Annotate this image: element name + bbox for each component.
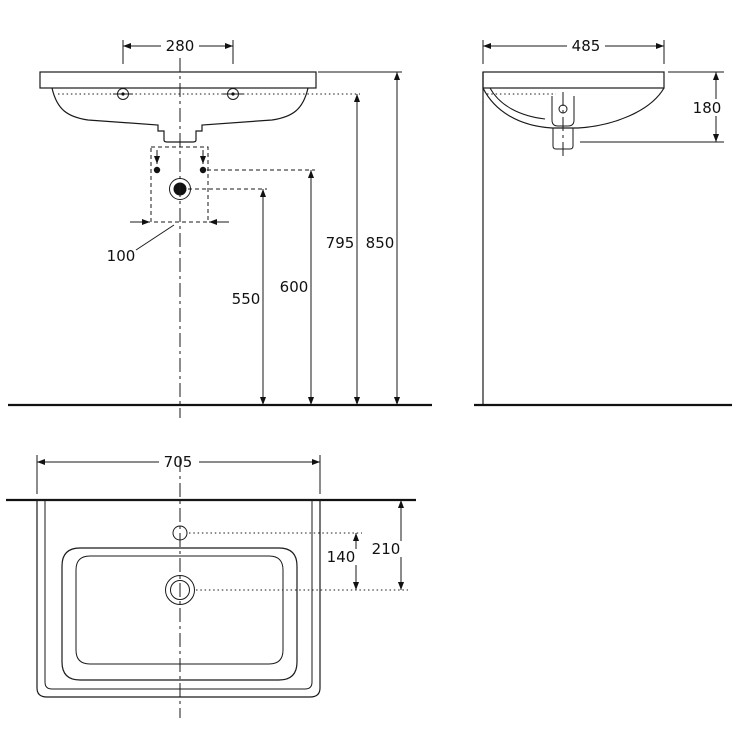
fixing-hole-group: 100 [107,146,229,265]
plan-drain-symbol [165,575,195,605]
dim-795-label: 795 [326,234,355,252]
tap-hole-right-icon [223,88,243,100]
dim-210-label: 210 [372,540,401,558]
dim-rim-height: 850 [366,72,401,405]
plan-view: 705 140 210 [6,453,416,718]
dim-drain-height: 550 [232,189,267,405]
dim-705-label: 705 [164,453,193,471]
front-view: 280 100 550 [8,37,432,418]
plan-basin-inner-rim [44,500,313,690]
dim-tap-to-drain: 140 [327,533,360,590]
front-basin-rim [39,71,317,89]
plan-bowl-bottom [75,555,284,665]
dim-100-leader [135,224,175,251]
dim-280-label: 280 [166,37,195,55]
plan-bowl-outline [61,547,298,681]
side-view: 485 180 [474,37,732,407]
dim-140-label: 140 [327,548,356,566]
dim-wall-to-drain: 210 [372,500,405,590]
dim-tap-spacing: 280 [122,37,234,64]
dim-550-label: 550 [232,290,261,308]
dim-850-label: 850 [366,234,395,252]
side-basin-rim [482,71,665,89]
dim-180-label: 180 [693,99,722,117]
side-bowl-inner-line [489,87,546,120]
fixing-hole-right [199,166,207,174]
dim-600-label: 600 [280,278,309,296]
fixing-hole-left [153,166,161,174]
side-drain-detail [551,92,575,156]
dim-depth: 485 [482,37,665,64]
dim-width: 705 [36,453,321,494]
dim-485-label: 485 [572,37,601,55]
tap-hole-left-icon [113,88,133,100]
plan-basin-outline [36,499,321,698]
dim-fixing-height: 600 [280,170,315,405]
dim-front-edge-height: 180 [580,71,728,143]
side-basin-underside [482,87,665,129]
dim-100-label: 100 [107,247,136,265]
dim-tap-deck-height: 795 [326,94,361,405]
